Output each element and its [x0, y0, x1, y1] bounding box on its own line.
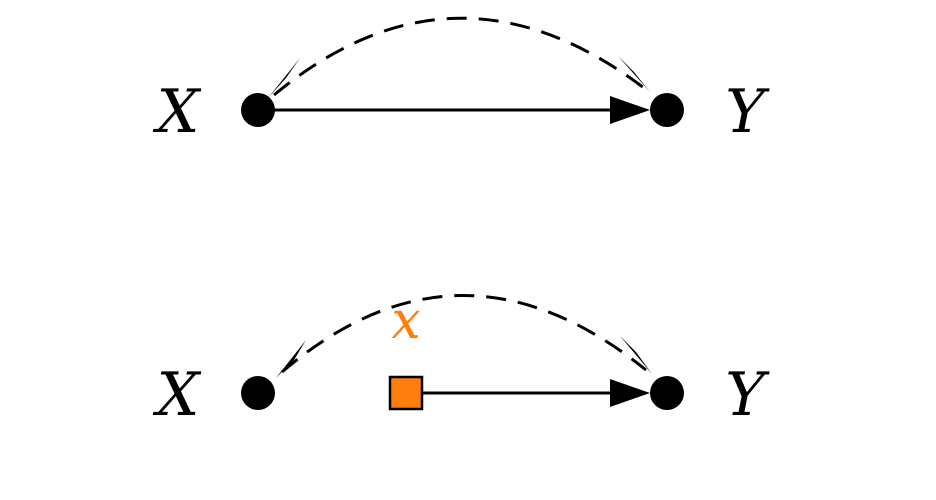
- intervention-label: x: [391, 291, 420, 351]
- top-node-x-label: X: [153, 77, 202, 147]
- top-node-x: [241, 93, 275, 127]
- top-node-y-label: Y: [725, 77, 770, 147]
- top-bidirected-confounding-edge: [273, 16, 645, 97]
- bottom-node-y: [650, 376, 684, 410]
- top-direct-edge-arrowhead: [610, 96, 650, 124]
- top-arc-arrowhead-x: [268, 58, 300, 98]
- bottom-graph: X Y x: [153, 291, 771, 430]
- bottom-bidirected-confounding-edge: [281, 294, 647, 374]
- bottom-direct-edge-arrowhead: [610, 379, 650, 407]
- top-arc-arrowhead-y: [618, 56, 650, 92]
- bottom-node-y-label: Y: [725, 360, 770, 430]
- bottom-node-x: [241, 376, 275, 410]
- top-graph: X Y: [153, 16, 770, 147]
- bottom-arc-arrowhead-y: [620, 336, 652, 374]
- bottom-arc-arrowhead-x: [276, 340, 306, 378]
- bottom-node-x-label: X: [153, 360, 202, 430]
- top-node-y: [650, 93, 684, 127]
- intervention-node: [388, 375, 424, 411]
